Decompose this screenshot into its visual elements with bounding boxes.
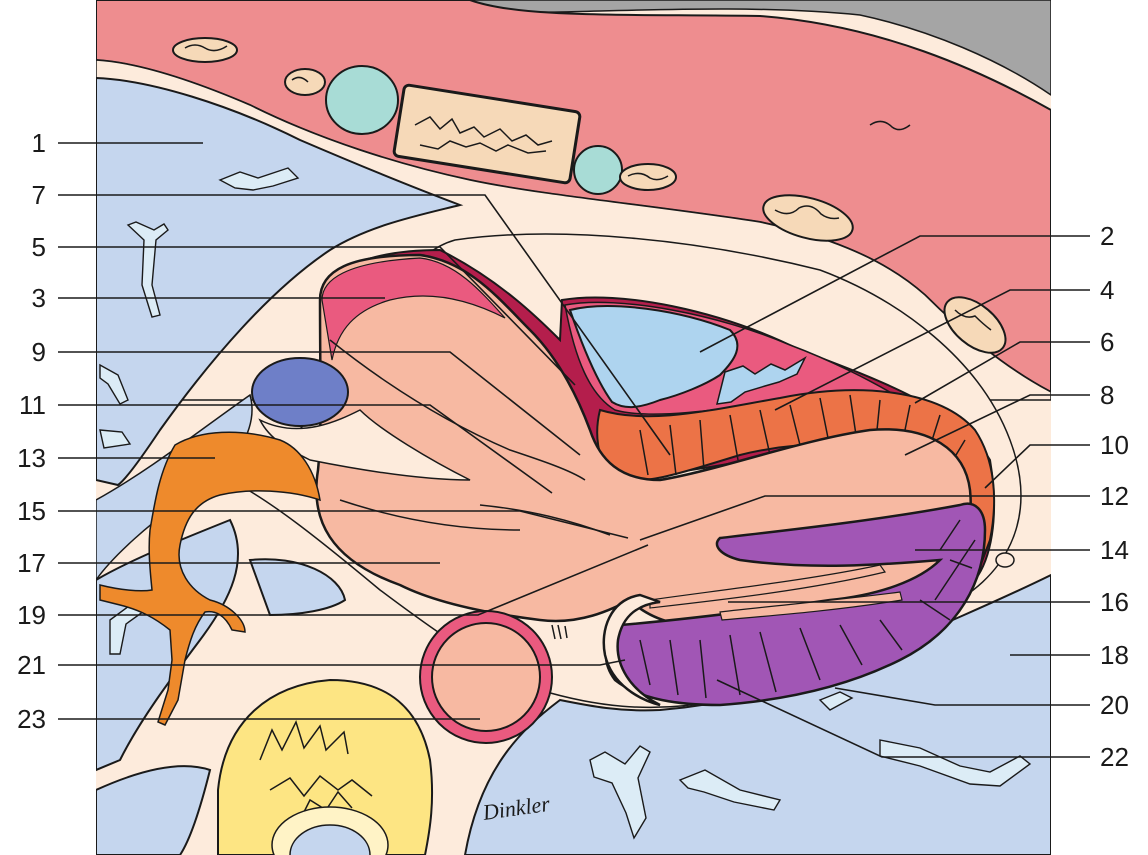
label-9: 9: [32, 337, 46, 367]
label-12: 12: [1100, 481, 1129, 511]
label-23: 23: [17, 704, 46, 734]
label-20: 20: [1100, 690, 1129, 720]
label-18: 18: [1100, 640, 1129, 670]
label-15: 15: [17, 496, 46, 526]
labels-left: 1 7 5 3 9 11 13 15 17 19 21 23: [17, 128, 46, 734]
label-3: 3: [32, 283, 46, 313]
rib-cross-section-2: [285, 69, 325, 95]
vein-cross-section: [252, 358, 348, 426]
label-21: 21: [17, 650, 46, 680]
label-17: 17: [17, 548, 46, 578]
label-1: 1: [32, 128, 46, 158]
small-node: [996, 553, 1014, 567]
label-6: 6: [1100, 327, 1114, 357]
costal-cartilage-2: [574, 146, 622, 194]
label-2: 2: [1100, 221, 1114, 251]
labels-right: 2 4 6 8 10 12 14 16 18 20 22: [1100, 221, 1129, 772]
label-10: 10: [1100, 430, 1129, 460]
label-4: 4: [1100, 275, 1114, 305]
costal-cartilage-1: [326, 66, 398, 134]
label-13: 13: [17, 443, 46, 473]
label-16: 16: [1100, 587, 1129, 617]
label-14: 14: [1100, 535, 1129, 565]
label-7: 7: [32, 180, 46, 210]
label-22: 22: [1100, 742, 1129, 772]
label-11: 11: [19, 390, 46, 420]
label-19: 19: [17, 600, 46, 630]
rib-cross-section-1: [173, 38, 237, 62]
aorta-lumen: [432, 623, 540, 731]
illustration: Dinkler: [96, 0, 1051, 855]
label-5: 5: [32, 232, 46, 262]
label-8: 8: [1100, 380, 1114, 410]
